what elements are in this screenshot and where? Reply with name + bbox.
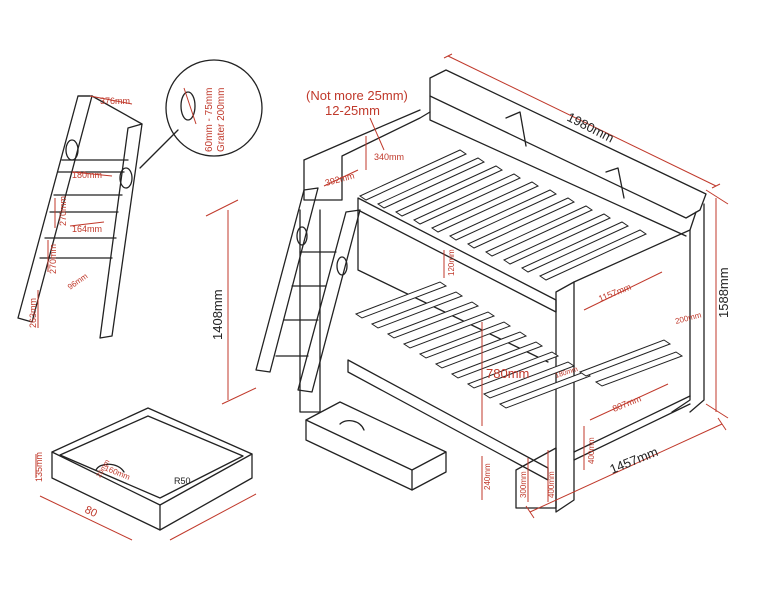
side-200-label: 200mm <box>674 310 702 326</box>
main-dimensions: (Not more 25mm) 12-25mm 1980mm 340mm 392… <box>205 53 731 519</box>
bed-ladder-hole <box>296 226 308 246</box>
bed-ladder-hole <box>336 256 348 276</box>
ladder-width-label: 376mm <box>100 96 130 106</box>
upper-gap-label: 340mm <box>374 152 404 162</box>
detail-line1: 60mm - 75mm <box>204 88 215 152</box>
hole-icon <box>180 91 196 121</box>
lower-clearance-label: 780mm <box>486 366 529 381</box>
bunk-bed <box>255 69 707 513</box>
ladder-step-164-label: 164mm <box>72 224 102 234</box>
trundle-drawer <box>305 401 447 491</box>
drawer-width-label: 80 <box>83 504 99 520</box>
callout-line1: (Not more 25mm) <box>306 88 408 103</box>
hole-detail: 60mm - 75mm Grater 200mm <box>139 59 263 169</box>
callout-line2: 12-25mm <box>325 103 380 118</box>
width-label: 1457mm <box>608 444 661 477</box>
drawer-drawing: 135mm 160mm 20mm R50 80 <box>34 407 257 541</box>
ladder-step-270b-label: 270mm <box>48 244 58 274</box>
drawer-handle <box>95 463 125 473</box>
height-total-label: 1588mm <box>716 267 731 318</box>
base-240-label: 240mm <box>483 463 492 490</box>
ladder-step-270a-label: 270mm <box>58 196 68 226</box>
post-400-label: 400mm <box>587 437 596 464</box>
length-label: 1980mm <box>565 109 617 145</box>
detail-line2: Grater 200mm <box>216 88 227 152</box>
drawer-height-label: 135mm <box>34 452 44 482</box>
height-left-label: 1408mm <box>210 289 225 340</box>
ladder-step-96-label: 96mm <box>66 271 90 291</box>
rail-392-label: 392mm <box>324 171 356 188</box>
lower-slats <box>354 281 684 409</box>
ladder-step-bottom-label: 263mm <box>28 298 38 328</box>
drawer-radius-label: R50 <box>174 476 191 486</box>
small-120-label: 120mm <box>447 249 456 276</box>
base-400-label: 400mm <box>547 471 556 498</box>
base-300-label: 300mm <box>519 471 528 498</box>
ladder-hole <box>119 167 133 189</box>
upper-inner-label: 1157mm <box>597 282 633 304</box>
ladder-dimensions: 376mm 180mm 270mm 164mm 270mm 96mm 263mm <box>28 95 133 328</box>
detail-circle <box>165 59 263 157</box>
bed-ladder <box>255 187 361 393</box>
ladder-hole <box>65 139 79 161</box>
lower-inner-label: 807mm <box>611 393 643 414</box>
trundle-handle <box>339 419 365 431</box>
ladder-step-top-label: 180mm <box>72 170 102 180</box>
upper-slats <box>358 149 648 281</box>
